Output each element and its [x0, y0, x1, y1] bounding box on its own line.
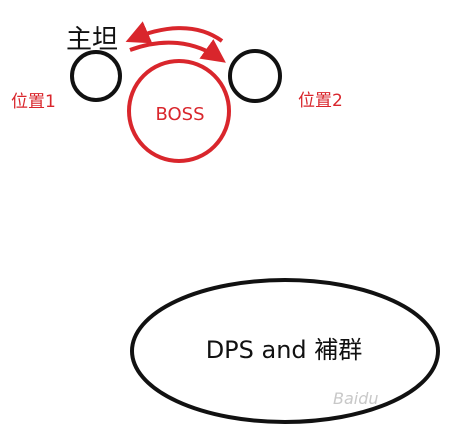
- main-tank-label: 主坦: [66, 25, 118, 55]
- position-2-label: 位置2: [298, 91, 343, 111]
- dps-heal-ellipse: [130, 278, 440, 424]
- position-1-label: 位置1: [11, 92, 56, 112]
- position-2-circle: [228, 49, 282, 103]
- boss-circle: [127, 59, 231, 163]
- arrow-to-position-2: [129, 39, 226, 63]
- boss-label: BOSS: [155, 104, 204, 125]
- arrow-to-position-1: [125, 21, 224, 44]
- dps-heal-label: DPS and 補群: [206, 336, 363, 364]
- position-1-circle: [70, 50, 122, 102]
- baidu-watermark: Baidu: [333, 389, 379, 408]
